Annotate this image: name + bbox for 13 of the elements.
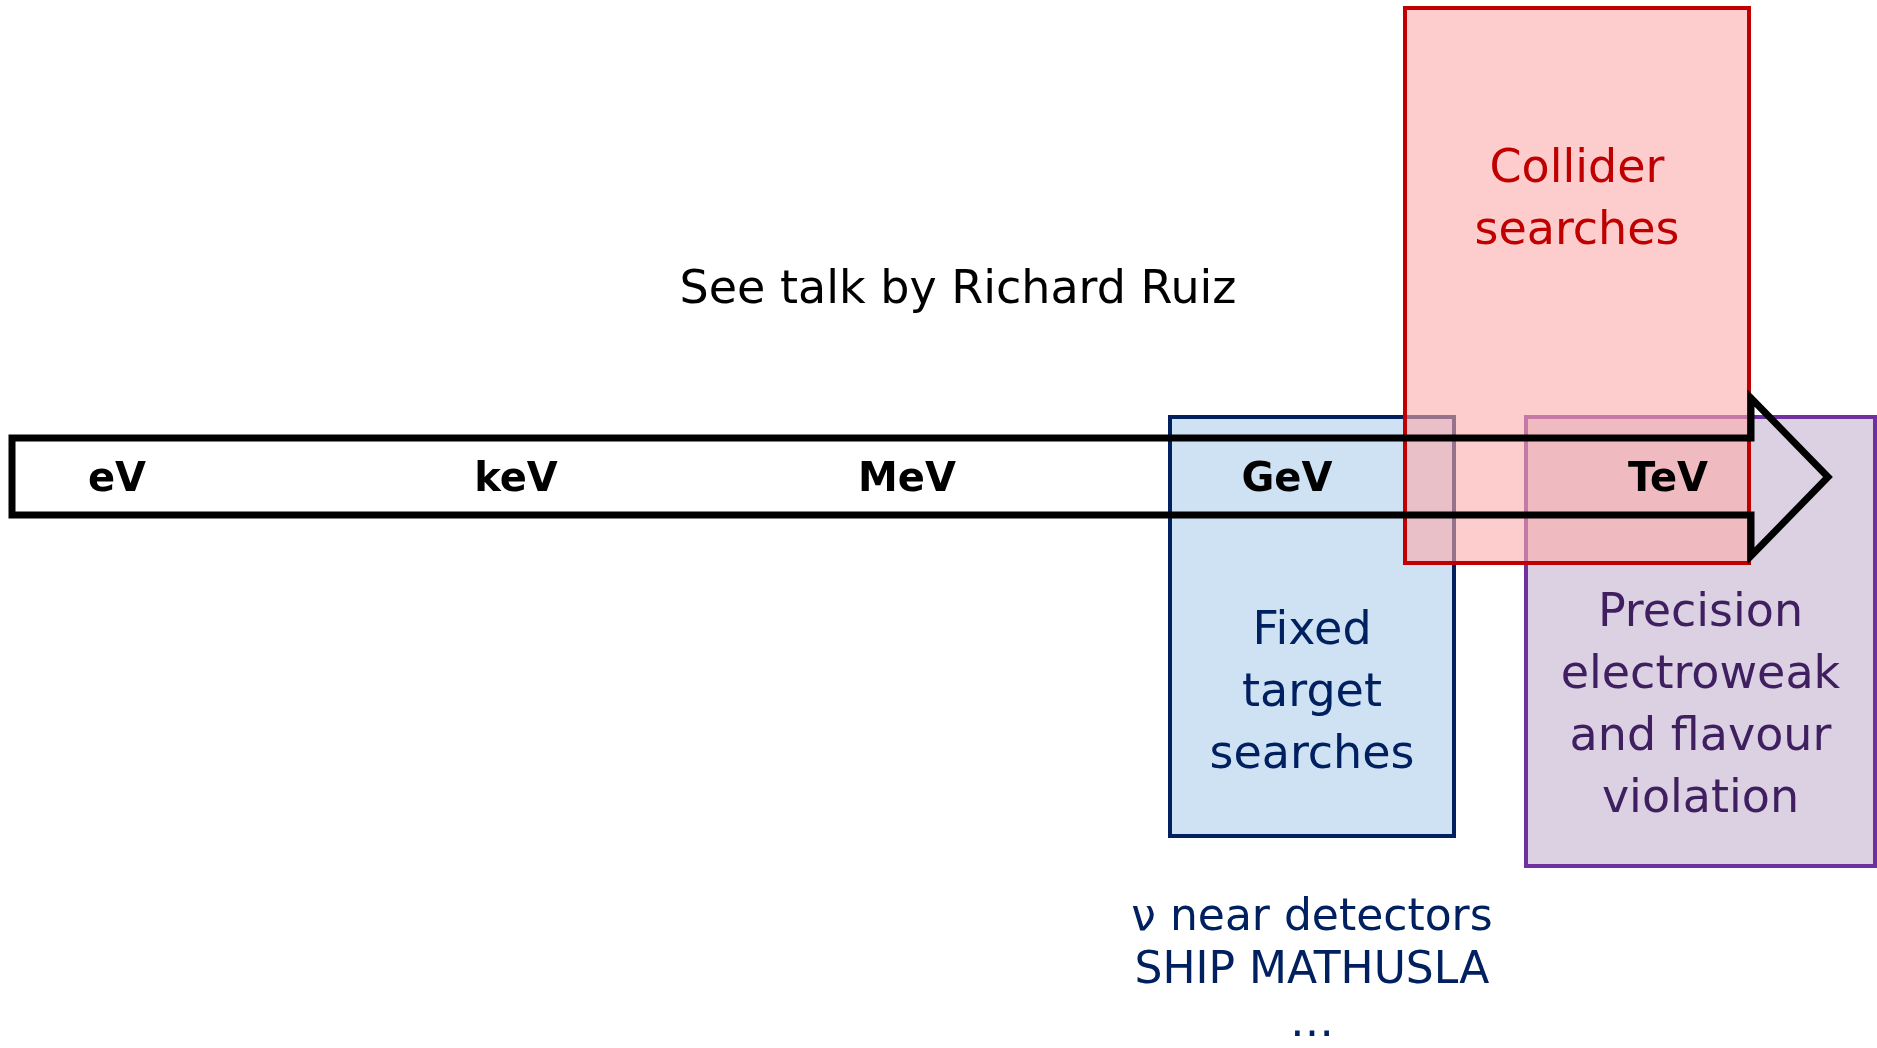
note-text: See talk by Richard Ruiz xyxy=(679,260,1237,314)
region-box xyxy=(1403,6,1751,565)
scale-label: GeV xyxy=(1241,454,1333,500)
region-box xyxy=(1524,415,1877,868)
box-label: Fixed target searches xyxy=(1208,600,1416,781)
scale-label: keV xyxy=(474,454,558,500)
region-box xyxy=(1168,415,1456,838)
box-label: Precision electroweak and flavour violation xyxy=(1559,582,1842,825)
box-label: Collider searches xyxy=(1473,138,1681,257)
scale-label: TeV xyxy=(1627,454,1709,500)
scale-label: MeV xyxy=(858,454,956,500)
scale-label: eV xyxy=(87,454,147,500)
caption-text: ν near detectors SHIP MATHUSLA … xyxy=(1130,888,1494,1047)
